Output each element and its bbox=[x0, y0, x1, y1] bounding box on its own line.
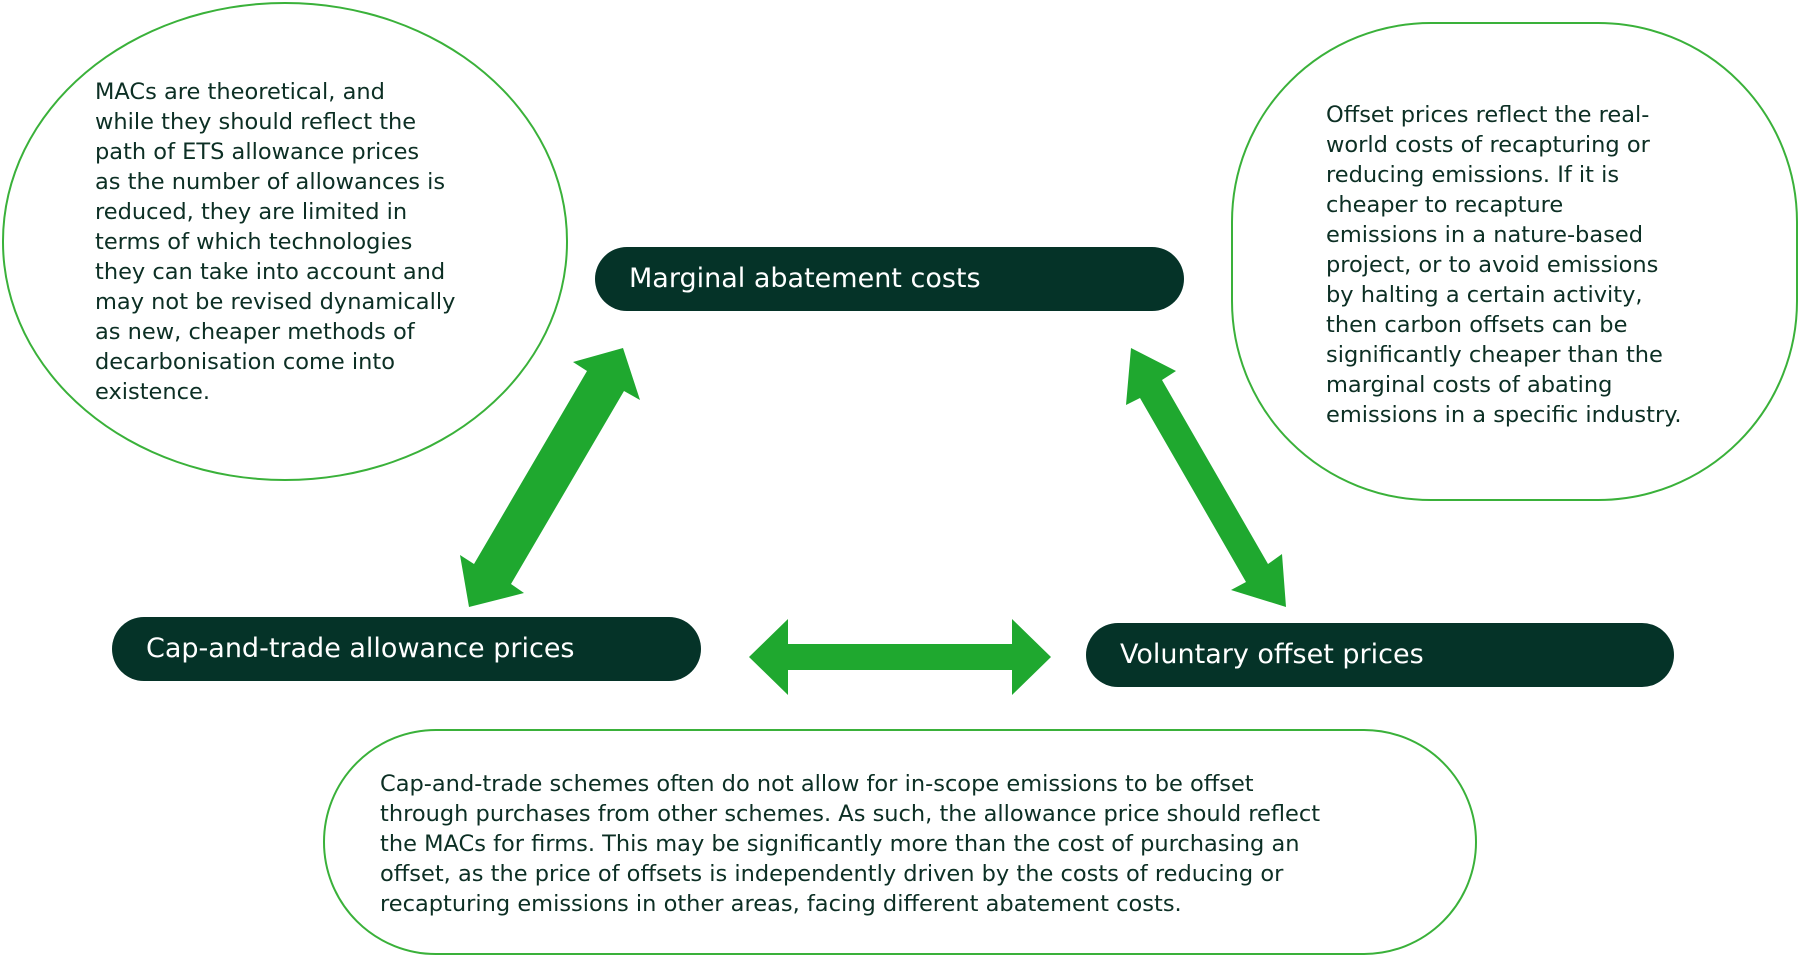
arrow-macs-cap-trade bbox=[460, 348, 640, 607]
cap-trade-note-text: Cap-and-trade schemes often do not allow… bbox=[380, 771, 1321, 917]
offsets-note-bubble bbox=[1231, 22, 1798, 501]
offsets-note-text: Offset prices reflect the real- world co… bbox=[1326, 102, 1682, 428]
macs-note-bubble bbox=[2, 2, 568, 481]
arrow-macs-offsets bbox=[1126, 348, 1286, 607]
node-marginal-abatement-costs: Marginal abatement costs bbox=[595, 247, 1184, 311]
node-cap-and-trade-allowance-prices: Cap-and-trade allowance prices bbox=[112, 617, 701, 681]
node-voluntary-offset-prices: Voluntary offset prices bbox=[1086, 623, 1674, 687]
arrow-cap-trade-offsets bbox=[749, 619, 1051, 695]
macs-note-text: MACs are theoretical, and while they sho… bbox=[95, 79, 456, 405]
cap-trade-note-bubble bbox=[323, 729, 1477, 955]
